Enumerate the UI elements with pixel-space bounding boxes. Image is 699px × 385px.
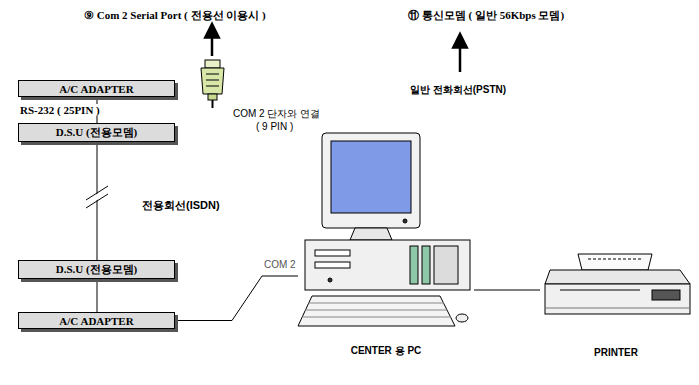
cable-line <box>474 290 540 291</box>
note-text: 일반 전화회선(PSTN) <box>410 83 506 97</box>
pc-illustration <box>298 133 470 326</box>
cable-line <box>175 276 298 321</box>
note-text: COM 2 단자와 연결 <box>233 107 320 121</box>
device-caption: CENTER 용 PC <box>298 344 474 358</box>
dsu-modem-box: D.S.U (전용모뎀) <box>18 123 175 142</box>
device-caption: PRINTER <box>540 347 692 358</box>
printer-illustration <box>545 254 690 314</box>
callout-arrow <box>211 30 214 56</box>
line-label: COM 2 <box>262 259 298 270</box>
db9-connector <box>201 60 224 108</box>
dsu-modem-box: D.S.U (전용모뎀) <box>18 260 175 279</box>
printer-node: PRINTER <box>540 250 692 358</box>
adapter-box: A/C ADAPTER <box>18 80 175 97</box>
callout-title: ⑪ 통신모뎀 ( 일반 56Kbps 모뎀) <box>408 8 564 23</box>
line-label: RS-232 ( 25PIN ) <box>18 104 102 116</box>
callout-arrow <box>459 40 462 72</box>
callout-title: ⑨ Com 2 Serial Port ( 전용선 이용시 ) <box>84 8 266 23</box>
box-label: D.S.U (전용모뎀) <box>56 125 138 140</box>
line-label: 전용회선(ISDN) <box>140 198 222 213</box>
box-label: A/C ADAPTER <box>59 315 133 327</box>
pc-node: CENTER 용 PC <box>298 130 474 358</box>
cable-line <box>97 279 98 312</box>
box-label: D.S.U (전용모뎀) <box>56 262 138 277</box>
note-text: ( 9 PIN ) <box>256 121 293 132</box>
box-label: A/C ADAPTER <box>59 83 133 95</box>
adapter-box: A/C ADAPTER <box>18 312 175 329</box>
